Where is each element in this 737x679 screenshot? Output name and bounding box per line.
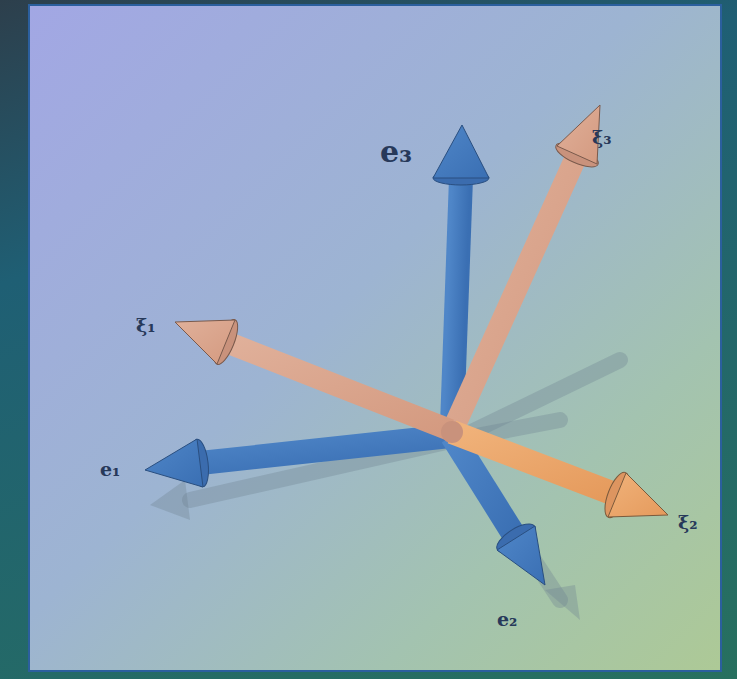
e1-label: e₁ [100, 460, 120, 479]
xi3-arrow [455, 105, 601, 425]
xi2-arrow [452, 432, 668, 521]
e1-arrow [145, 436, 450, 488]
xi1-arrow [175, 317, 450, 430]
xi3-label: ξ₃ [592, 128, 612, 147]
arrow-shadows [190, 360, 620, 600]
xi2-label: ξ₂ [678, 513, 698, 532]
xi1-label: ξ₁ [136, 316, 156, 335]
arrowhead-shadows [150, 480, 580, 620]
origin-joint [441, 421, 463, 443]
figure-panel [28, 4, 722, 672]
e3-label: e₃ [380, 137, 412, 167]
e2-label: e₂ [497, 610, 517, 629]
